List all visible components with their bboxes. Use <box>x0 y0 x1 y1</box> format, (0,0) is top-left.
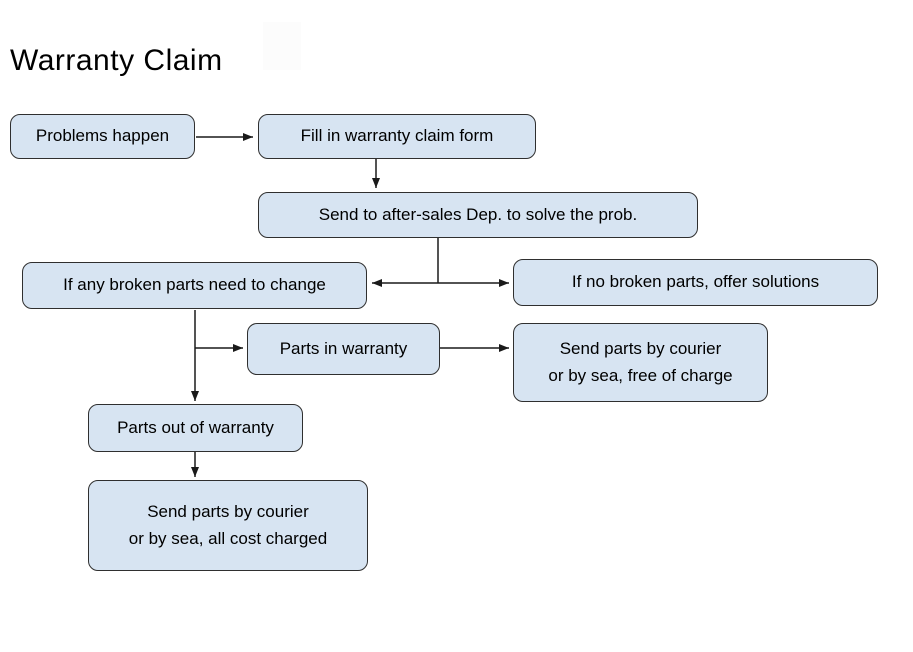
node-parts-in-warranty: Parts in warranty <box>247 323 440 375</box>
title-highlight-artifact <box>263 22 301 70</box>
page-title: Warranty Claim <box>10 44 223 78</box>
node-fill-form: Fill in warranty claim form <box>258 114 536 159</box>
node-parts-out-warranty: Parts out of warranty <box>88 404 303 452</box>
node-send-charged: Send parts by courier or by sea, all cos… <box>88 480 368 571</box>
node-no-broken-parts: If no broken parts, offer solutions <box>513 259 878 306</box>
node-send-after-sales: Send to after-sales Dep. to solve the pr… <box>258 192 698 238</box>
node-send-free: Send parts by courier or by sea, free of… <box>513 323 768 402</box>
node-broken-parts: If any broken parts need to change <box>22 262 367 309</box>
node-problems-happen: Problems happen <box>10 114 195 159</box>
